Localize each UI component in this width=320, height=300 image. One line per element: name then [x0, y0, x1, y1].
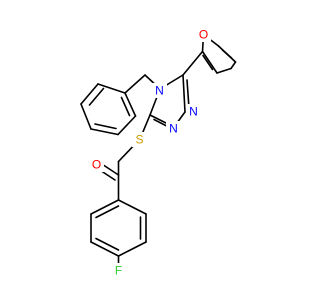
bond: [90, 128, 119, 136]
bond: [117, 199, 147, 215]
bond: [186, 79, 190, 109]
atom-N4: N: [155, 84, 164, 98]
bond: [80, 83, 99, 105]
atom-F1: F: [115, 264, 122, 278]
bond: [90, 241, 120, 257]
thioether-sulfur: S: [132, 132, 147, 147]
bond: [182, 74, 186, 113]
carbonyl-oxygen: O: [89, 157, 104, 172]
bond: [216, 67, 232, 74]
bond: [94, 123, 117, 130]
atom-N1: N: [169, 122, 178, 136]
atom-O2: O: [92, 158, 101, 172]
fluorine: F: [111, 263, 126, 278]
atom-O1: O: [199, 28, 208, 42]
furan-oxygen: O: [196, 27, 211, 42]
bond: [221, 49, 233, 59]
molecule-structure: O N N N S O F: [80, 27, 237, 278]
bond-layer: [80, 33, 237, 267]
triazole-n2: N: [186, 104, 201, 119]
bond: [182, 50, 204, 76]
atom-N2: N: [189, 105, 198, 119]
atom-label-layer: O N N N S O F: [89, 27, 211, 278]
bond: [80, 103, 92, 130]
bond: [124, 74, 146, 94]
triazole-n4: N: [152, 83, 167, 98]
bond: [202, 54, 214, 71]
bond: [120, 96, 131, 117]
triazole-n1: N: [166, 121, 181, 136]
bond: [88, 87, 105, 106]
bond: [201, 50, 218, 74]
bond: [124, 92, 137, 117]
bond: [95, 205, 120, 219]
bond: [117, 115, 137, 136]
bond: [230, 61, 237, 70]
atom-S1: S: [135, 133, 143, 147]
bond: [97, 83, 126, 94]
bond: [95, 237, 120, 251]
bond: [90, 199, 120, 215]
bond: [117, 241, 147, 257]
